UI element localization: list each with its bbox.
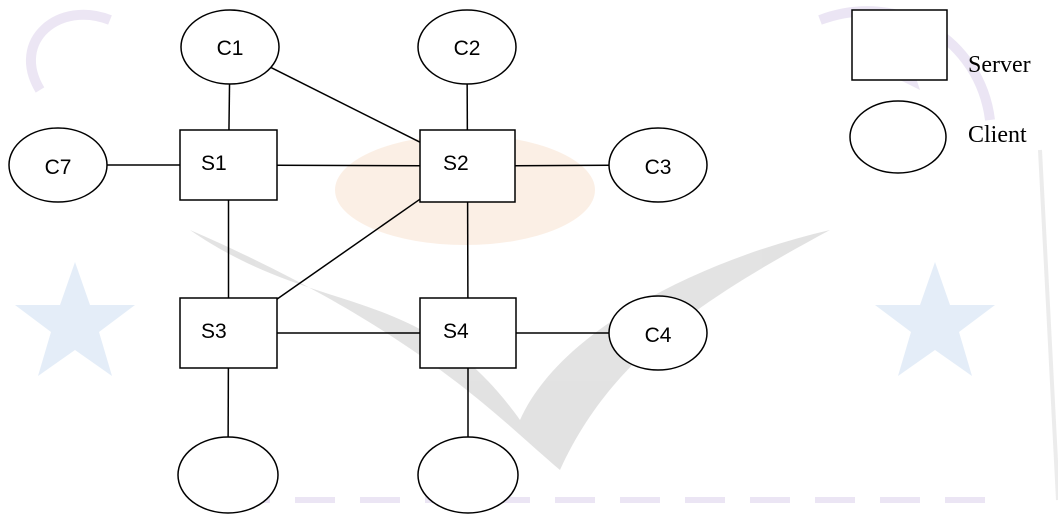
client-label: C4 bbox=[645, 324, 672, 347]
legend-client-symbol bbox=[850, 101, 946, 173]
legend-client-label: Client bbox=[968, 122, 1027, 148]
client-label: C7 bbox=[45, 156, 72, 179]
server-label: S2 bbox=[443, 152, 469, 175]
star-icon bbox=[875, 262, 995, 376]
client-node-c2: C2 bbox=[418, 10, 516, 84]
watermark-logo bbox=[15, 11, 1058, 500]
client-node-c3: C3 bbox=[609, 128, 707, 202]
star-icon bbox=[15, 262, 135, 376]
client-label: C1 bbox=[217, 37, 244, 60]
client-node-c7: C7 bbox=[9, 128, 107, 202]
legend: Server Client bbox=[850, 10, 1031, 173]
connection-lines bbox=[107, 67, 609, 437]
link-c1-s2 bbox=[271, 67, 420, 142]
client-node-c1: C1 bbox=[181, 10, 279, 84]
server-label: S4 bbox=[443, 320, 469, 343]
server-node-s1: S1 bbox=[180, 130, 277, 200]
client-node-unlabeled-right bbox=[418, 437, 518, 513]
server-node-s2: S2 bbox=[420, 130, 515, 202]
server-node-s4: S4 bbox=[420, 298, 516, 368]
link-s1-s2 bbox=[277, 165, 420, 166]
legend-server-label: Server bbox=[968, 52, 1031, 78]
server-node-s3: S3 bbox=[180, 298, 277, 368]
server-label: S1 bbox=[201, 152, 227, 175]
client-node-unlabeled-left bbox=[178, 437, 278, 513]
client-label: C3 bbox=[645, 156, 672, 179]
client-label: C2 bbox=[454, 37, 481, 60]
network-nodes: S1 S2 S3 S4 C1 C2 C3 C4 bbox=[9, 10, 707, 513]
legend-server-symbol bbox=[852, 10, 947, 80]
link-c1-s1 bbox=[229, 84, 230, 130]
server-label: S3 bbox=[201, 320, 227, 343]
client-node-c4: C4 bbox=[609, 296, 707, 370]
